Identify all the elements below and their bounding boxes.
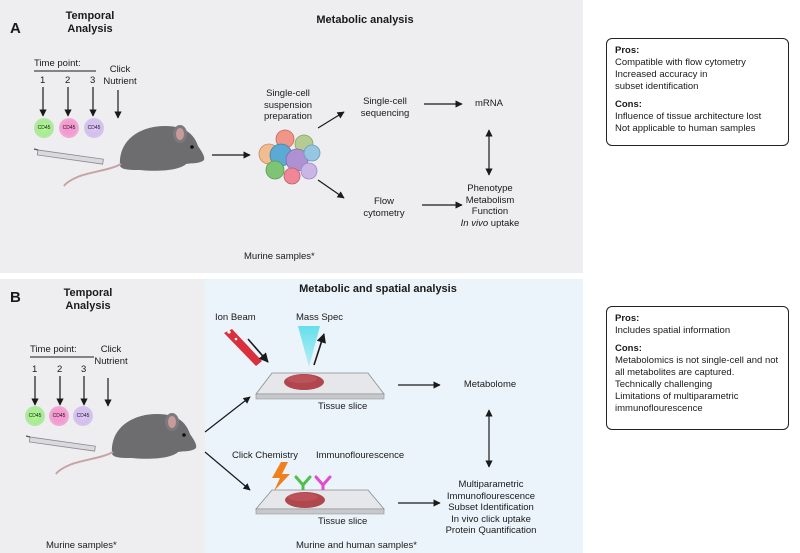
click-chemistry-label: Click Chemistry — [232, 450, 298, 461]
panel-a-cd45-dots — [34, 118, 104, 138]
panel-b-timepoint-2: 2 — [57, 364, 63, 375]
panel-b-readout-list: Multiparametric Immunoflourescence Subse… — [445, 479, 537, 536]
ion-beam-label: Ion Beam — [215, 312, 256, 323]
panel-b-letter: B — [10, 289, 21, 306]
tissue-slide-1 — [255, 372, 385, 400]
panel-a-timepoint-2: 2 — [65, 75, 71, 86]
tissue-slide-2 — [255, 489, 385, 515]
panel-a-cell-cluster — [258, 129, 321, 185]
readout-in-vivo-uptake: In vivo uptake — [448, 218, 532, 230]
panel-b-samples-right: Murine and human samples* — [296, 540, 417, 551]
click-chemistry-icon — [272, 462, 290, 491]
panel-b-metabolic-title: Metabolic and spatial analysis — [299, 283, 457, 295]
panel-a-syringe — [33, 148, 104, 165]
panel-a-flow-label: Flow cytometry — [363, 196, 405, 219]
panel-b-samples-left: Murine samples* — [46, 540, 117, 551]
metabolome-label: Metabolome — [463, 379, 517, 390]
panel-a-temporal-title: Temporal Analysis — [65, 10, 115, 35]
panel-a-cd45-label-3: CD45 — [87, 125, 101, 131]
panel-a-click-nutrient: Click Nutrient — [103, 64, 137, 87]
panel-b-cd45-dots — [25, 406, 93, 426]
panel-a-cons-text: Influence of tissue architecture lost No… — [615, 111, 762, 134]
panel-a-timepoint-arrows — [39, 87, 122, 119]
tissue-slice-2-label: Tissue slice — [318, 516, 368, 527]
panel-b-timepoint-label: Time point: — [30, 344, 77, 355]
panel-a-timepoint-label: Time point: — [34, 58, 81, 69]
tissue-slice-1-label: Tissue slice — [318, 401, 368, 412]
panel-b-pros-text: Includes spatial information — [615, 325, 731, 336]
panel-b-temporal-title: Temporal Analysis — [63, 287, 113, 312]
panel-b-pros-cons-box: Pros: Includes spatial information Cons:… — [606, 306, 789, 430]
panel-a-samples-label: Murine samples* — [244, 251, 315, 262]
panel-b-timepoint-arrows — [31, 376, 112, 407]
panel-a-cons-heading: Cons: — [615, 99, 642, 110]
panel-a-timepoint-1: 1 — [40, 75, 46, 86]
panel-a-pros-heading: Pros: — [615, 45, 640, 56]
panel-a-sequencing-label: Single-cell sequencing — [360, 96, 410, 119]
ion-beam-icon — [224, 329, 269, 366]
panel-b-branch-arrows — [204, 381, 493, 507]
panel-a-mrna-label: mRNA — [475, 98, 503, 109]
panel-a-mouse — [63, 125, 205, 187]
panel-b-cd45-label-3: CD45 — [76, 413, 90, 419]
panel-b-timepoint-3: 3 — [81, 364, 87, 375]
mass-spec-label: Mass Spec — [296, 312, 343, 323]
panel-a-timepoint-3: 3 — [90, 75, 96, 86]
readout-phenotype: Phenotype — [467, 183, 513, 194]
panel-a-cd45-label-2: CD45 — [62, 125, 76, 131]
panel-a-flow-arrows — [317, 100, 493, 209]
panel-a-metabolic-title: Metabolic analysis — [316, 14, 414, 26]
panel-a-pros-cons-box: Pros: Compatible with flow cytometry Inc… — [606, 38, 789, 146]
mass-spec-beam-icon — [298, 326, 326, 367]
panel-b-timepoint-1: 1 — [32, 364, 38, 375]
readout-in-vivo: In vivo — [460, 217, 489, 229]
panel-b-click-nutrient: Click Nutrient — [94, 344, 128, 367]
panel-b-cd45-label-2: CD45 — [52, 413, 66, 419]
panel-b-cd45-label-1: CD45 — [28, 413, 42, 419]
panel-a-readout-list: Phenotype Metabolism Function In vivo up… — [448, 183, 532, 229]
panel-a-pros-text: Compatible with flow cytometry Increased… — [615, 57, 746, 92]
panel-b-syringe — [25, 435, 96, 452]
panel-a-suspension-label: Single-cell suspension preparation — [263, 88, 313, 122]
panel-a-letter: A — [10, 20, 21, 37]
readout-metabolism: Metabolism — [465, 194, 515, 206]
immunoflourescence-label: Immunoflourescence — [316, 450, 405, 461]
readout-function: Function — [471, 206, 509, 217]
panel-b-pros-heading: Pros: — [615, 313, 640, 324]
panel-b-cons-heading: Cons: — [615, 343, 642, 354]
panel-a-cd45-label-1: CD45 — [37, 125, 51, 131]
panel-b-cons-text: Metabolomics is not single-cell and not … — [615, 355, 779, 414]
readout-uptake: uptake — [488, 217, 520, 229]
panel-b-mouse — [55, 413, 197, 475]
